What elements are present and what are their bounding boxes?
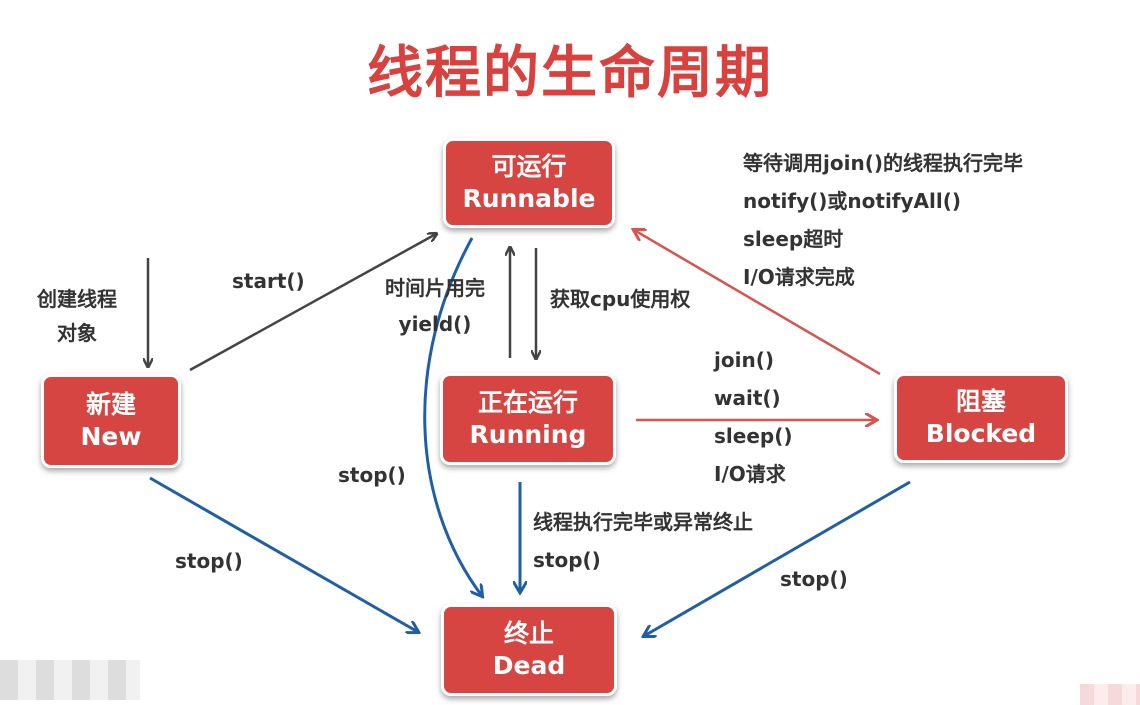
blurred-watermark-left bbox=[0, 660, 140, 700]
label-create: 创建线程 对象 bbox=[22, 282, 132, 350]
node-running-en: Running bbox=[469, 420, 587, 449]
node-runnable-en: Runnable bbox=[462, 184, 596, 213]
label-running-to-blocked: join() wait() sleep() I/O请求 bbox=[714, 341, 793, 493]
label-start: start() bbox=[232, 269, 305, 293]
arrow-blocked-runnable bbox=[634, 230, 881, 376]
label-running-end: 线程执行完毕或异常终止 stop() bbox=[533, 503, 753, 579]
node-dead-cn: 终止 bbox=[503, 619, 554, 648]
label-r2b-line4: I/O请求 bbox=[714, 462, 786, 486]
node-dead: 终止 Dead bbox=[441, 604, 617, 696]
node-blocked: 阻塞 Blocked bbox=[894, 373, 1068, 463]
node-new-cn: 新建 bbox=[85, 390, 136, 419]
label-timeslice: 时间片用完 yield() bbox=[368, 270, 502, 342]
node-running-cn: 正在运行 bbox=[477, 388, 578, 417]
label-b2r-line2: notify()或notifyAll() bbox=[743, 189, 962, 213]
label-new-stop: stop() bbox=[175, 549, 243, 573]
label-r2b-line3: sleep() bbox=[714, 424, 793, 448]
label-b2r-line3: sleep超时 bbox=[743, 227, 844, 251]
label-create-line1: 创建线程 bbox=[37, 287, 117, 311]
node-runnable-cn: 可运行 bbox=[491, 152, 567, 181]
label-create-line2: 对象 bbox=[57, 321, 97, 345]
arrow-start bbox=[189, 234, 436, 372]
label-timeslice-line1: 时间片用完 bbox=[385, 276, 485, 300]
arrow-blocked-dead bbox=[644, 480, 911, 636]
node-dead-en: Dead bbox=[492, 651, 566, 680]
node-runnable: 可运行 Runnable bbox=[443, 138, 615, 228]
arrow-runnable-dead bbox=[423, 237, 482, 596]
label-blocked-to-runnable: 等待调用join()的线程执行完毕 notify()或notifyAll() s… bbox=[743, 144, 1023, 296]
label-r2b-line2: wait() bbox=[714, 386, 781, 410]
label-b2r-line4: I/O请求完成 bbox=[743, 265, 855, 289]
arrow-new-dead bbox=[149, 476, 418, 632]
blurred-watermark-right bbox=[1080, 684, 1140, 705]
node-new: 新建 New bbox=[41, 374, 181, 468]
node-blocked-en: Blocked bbox=[925, 419, 1037, 448]
page-title: 线程的生命周期 bbox=[367, 41, 773, 106]
node-blocked-cn: 阻塞 bbox=[955, 387, 1006, 416]
node-new-en: New bbox=[80, 422, 142, 451]
label-end-line2: stop() bbox=[533, 548, 601, 572]
node-running: 正在运行 Running bbox=[440, 373, 616, 465]
label-r2b-line1: join() bbox=[714, 348, 774, 372]
label-blocked-stop: stop() bbox=[780, 567, 848, 591]
label-end-line1: 线程执行完毕或异常终止 bbox=[533, 510, 753, 534]
label-timeslice-line2: yield() bbox=[398, 312, 472, 336]
label-getcpu: 获取cpu使用权 bbox=[550, 287, 691, 311]
label-b2r-line1: 等待调用join()的线程执行完毕 bbox=[743, 151, 1023, 175]
label-runnable-stop: stop() bbox=[338, 463, 406, 487]
